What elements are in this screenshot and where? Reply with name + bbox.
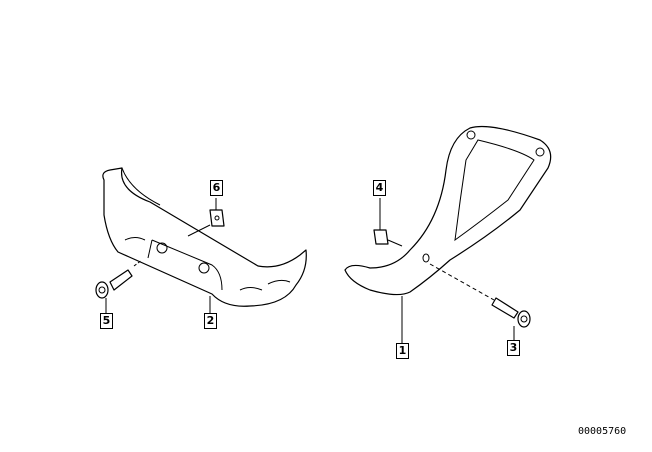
callout-4[interactable]: 4 [373,180,386,196]
callout-1[interactable]: 1 [396,343,409,359]
bracket-part-1 [344,125,552,343]
document-number: 00005760 [578,426,627,437]
clip-nut-part-4 [373,198,403,247]
bolt-part-3 [429,263,531,340]
callout-2[interactable]: 2 [204,313,217,329]
bracket-part-2 [102,167,307,307]
callout-3[interactable]: 3 [507,340,520,356]
bolt-part-5 [95,259,143,313]
callout-6[interactable]: 6 [210,180,223,196]
callout-5[interactable]: 5 [100,313,113,329]
clip-nut-part-6 [187,198,225,237]
